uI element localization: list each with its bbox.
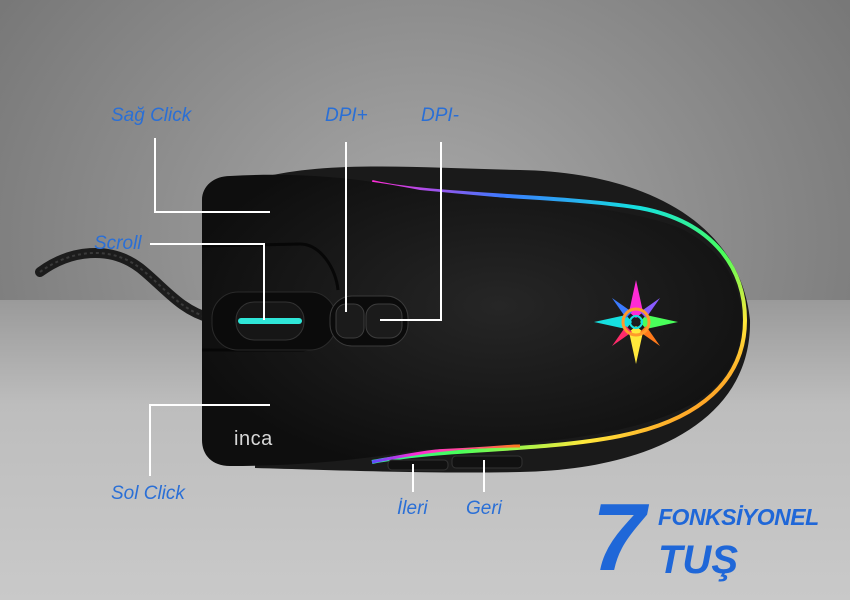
leader-dpi-minus (380, 142, 442, 321)
label-forward: İleri (397, 498, 428, 519)
scroll-wheel-light (238, 318, 302, 324)
back-button (451, 455, 523, 469)
label-scroll: Scroll (94, 233, 142, 254)
label-dpi-plus: DPI+ (325, 105, 368, 126)
badge-line-1: FONKSİYONEL (658, 504, 819, 530)
badge-number: 7 (592, 484, 646, 591)
mouse-cable (35, 247, 215, 323)
right-button-gap (201, 242, 340, 291)
leader-right-click (154, 138, 270, 213)
dpi-plus-button (335, 303, 365, 339)
badge-line-2: TUŞ (658, 538, 738, 582)
label-right-click: Sağ Click (111, 105, 192, 126)
brand-logo: inca (234, 428, 273, 450)
rgb-compass-logo-icon (594, 280, 678, 364)
label-left-click: Sol Click (111, 483, 185, 504)
label-back: Geri (466, 498, 502, 519)
mouse-top-shell (202, 174, 742, 466)
leader-left-click (149, 404, 270, 476)
rgb-light-strip (371, 180, 748, 464)
leader-lines (149, 138, 485, 492)
leader-scroll (150, 243, 265, 320)
label-dpi-minus: DPI- (421, 105, 459, 126)
forward-button (387, 459, 449, 471)
